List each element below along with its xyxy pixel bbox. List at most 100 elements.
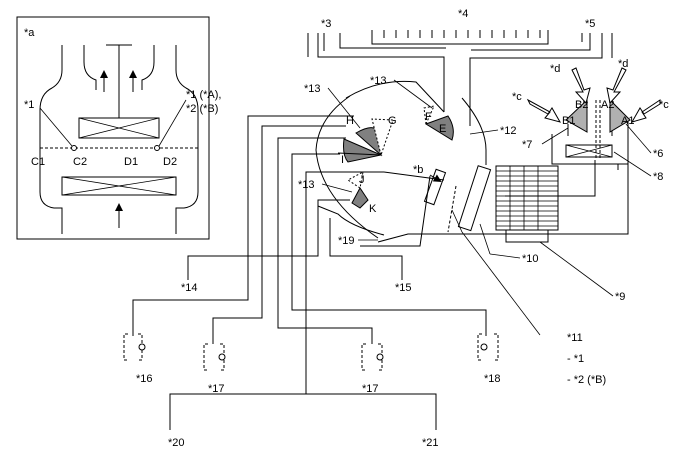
leader-13-top: [393, 79, 433, 109]
damper-F[interactable]: [423, 105, 435, 126]
callout-16: *16: [136, 373, 153, 385]
blower-fan-fins: [496, 166, 558, 230]
leader-11b: [451, 209, 463, 233]
callout-b: *b: [413, 164, 423, 176]
servo-18[interactable]: [477, 333, 499, 361]
damper-B1-label: B1: [562, 115, 575, 127]
callout-8: *8: [653, 171, 663, 183]
servo-18-bracket: [477, 333, 499, 361]
servo-16[interactable]: [123, 333, 146, 361]
callout-17-left: *17: [208, 383, 225, 395]
damper-B1[interactable]: [565, 98, 588, 133]
callout-18: *18: [484, 373, 501, 385]
evaporator-dashed: [447, 185, 457, 233]
cable-8: [306, 393, 437, 430]
callout-21: *21: [422, 437, 439, 449]
housing-arc: [315, 95, 379, 239]
servo-16-pivot: [138, 343, 146, 351]
callout-c-right: *c: [659, 99, 669, 111]
inset-label-C2: C2: [73, 156, 87, 168]
cable-6: [329, 218, 403, 280]
inset-callout-1A: *1 (*A),: [186, 89, 221, 101]
damper-J-label: J: [359, 174, 365, 186]
servo-18-pivot: [480, 343, 488, 351]
intake-arrow-c-left: [526, 98, 562, 123]
cable-5: [187, 199, 350, 280]
callout-15: *15: [395, 282, 412, 294]
intake-filter: [565, 144, 613, 158]
top-duct-manifold: *3 *4 *5: [307, 8, 613, 118]
leader-9: [539, 241, 614, 297]
housing-callouts: *13 *13 *13 *12 *d *d *c *c *7 *6 *8 *19…: [298, 58, 669, 303]
callout-d-left: *d: [550, 63, 560, 75]
damper-pivot-line-1: [337, 152, 382, 156]
callout-d-right: *d: [618, 58, 628, 70]
leader-8: [613, 151, 652, 177]
damper-H-label: H: [346, 115, 354, 127]
duct-branch-4: [371, 30, 549, 45]
callout-20: *20: [168, 437, 185, 449]
inset-center-outlet: [83, 45, 155, 90]
leader-10b: [479, 223, 491, 255]
leader-10: [489, 253, 521, 259]
callout-7: *7: [522, 139, 532, 151]
callout-19: *19: [338, 235, 355, 247]
callout-6: *6: [653, 148, 663, 160]
inset-detail-view: *a *1 *1 (*A), *2 (*B) C1 C2 D1 D2: [16, 16, 221, 240]
inset-callout-2B: *2 (*B): [186, 103, 218, 115]
inset-label-D1: D1: [124, 156, 138, 168]
damper-K[interactable]: [351, 187, 369, 209]
inset-leader-1: [39, 107, 73, 147]
intake-arrow-d-right: [606, 67, 627, 105]
damper-A1[interactable]: [609, 98, 631, 133]
cable-4: [291, 153, 487, 336]
damper-A1-label: A1: [621, 115, 634, 127]
damper-I-label: I: [341, 154, 344, 166]
damper-E[interactable]: [424, 115, 454, 141]
main-air-mix-housing: E F H G I J K *b B1 A1 B2 A2: [315, 67, 661, 243]
duct-main-down: [443, 72, 471, 118]
servo-17-left[interactable]: [203, 343, 226, 371]
callout-4: *4: [458, 8, 468, 20]
heater-core: [423, 168, 447, 206]
servo-17-right-pivot: [376, 353, 384, 361]
servo-17-right[interactable]: [361, 343, 384, 371]
inset-leader-1A: [158, 99, 187, 147]
damper-E-label: E: [439, 123, 446, 135]
damper-G-label: G: [388, 115, 397, 127]
intake-arrow-c-right: [630, 99, 661, 123]
callout-3: *3: [321, 18, 331, 30]
cable-3: [277, 137, 373, 344]
leader-13-low: [321, 183, 353, 193]
callout-14: *14: [181, 282, 198, 294]
bottom-callouts: *14 *15 *11 - *1 - *2 (*B) *16 *17 *17 *…: [136, 282, 606, 449]
leader-12: [469, 129, 499, 135]
duct-branch-3: [317, 33, 446, 72]
inset-heater-core-cross: [78, 117, 160, 139]
cable-7: [169, 171, 384, 430]
damper-G[interactable]: [371, 118, 394, 157]
inset-evaporator-cross: [61, 176, 177, 196]
callout-c-left: *c: [512, 91, 522, 103]
callout-13-top: *13: [370, 75, 387, 87]
inset-sensor-left: [71, 145, 77, 151]
housing-outline: [317, 80, 629, 243]
callout-11-sub1: - *1: [567, 353, 584, 365]
blower-motor: [505, 229, 549, 243]
duct-branch-5: [469, 33, 603, 72]
inset-label-C1: C1: [31, 156, 45, 168]
callout-11: *11: [567, 332, 583, 344]
damper-F-label: F: [425, 111, 432, 123]
linkage-cables: [123, 115, 541, 430]
callout-13-mid: *13: [304, 83, 321, 95]
damper-K-label: K: [369, 203, 377, 215]
intake-filter-cross: [565, 144, 613, 158]
damper-J[interactable]: [347, 171, 364, 189]
callout-17-right: *17: [362, 383, 379, 395]
housing-intake: [551, 120, 629, 170]
callout-10: *10: [522, 253, 539, 265]
inset-label-D2: D2: [163, 156, 177, 168]
leader-6: [625, 123, 652, 154]
damper-I[interactable]: [343, 138, 383, 163]
